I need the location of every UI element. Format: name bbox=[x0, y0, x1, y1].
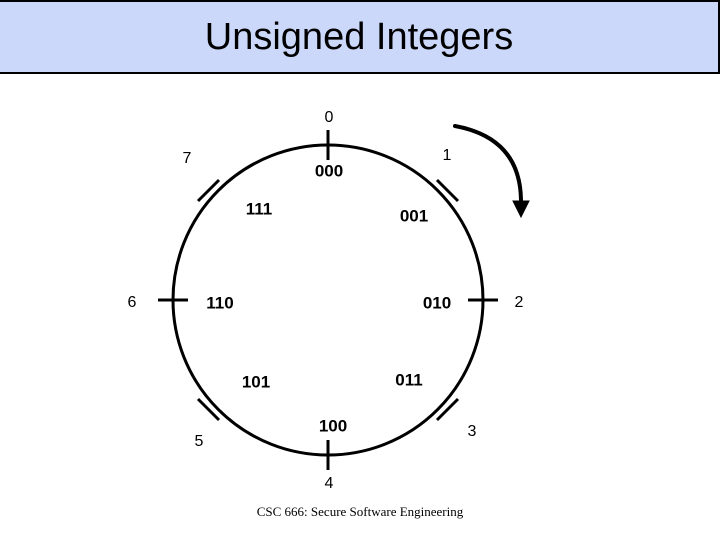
ring-decimal-label-5: 5 bbox=[194, 433, 204, 450]
ring-binary-label-100: 100 bbox=[318, 416, 348, 436]
ring-binary-label-001: 001 bbox=[399, 206, 429, 226]
tick-5 bbox=[196, 397, 221, 422]
clockwise-rotation-arrow bbox=[453, 124, 530, 219]
ring-binary-label-010: 010 bbox=[422, 293, 452, 313]
ring-decimal-label-0: 0 bbox=[324, 109, 334, 126]
rotation-arrow-head bbox=[512, 200, 530, 219]
slide-footer: CSC 666: Secure Software Engineering bbox=[256, 504, 464, 519]
rotation-arrow-arc bbox=[453, 124, 523, 202]
slide-title-banner: Unsigned Integers bbox=[0, 0, 720, 74]
ring-decimal-label-6: 6 bbox=[127, 294, 137, 311]
ring-decimal-label-1: 1 bbox=[442, 147, 452, 164]
page-title: Unsigned Integers bbox=[204, 16, 514, 58]
ring-decimal-label-2: 2 bbox=[514, 294, 524, 311]
ring-tick-marks bbox=[158, 130, 498, 470]
ring-binary-label-011: 011 bbox=[395, 370, 423, 390]
ring-binary-label-101: 101 bbox=[241, 372, 271, 392]
tick-7 bbox=[196, 178, 221, 203]
tick-1 bbox=[435, 178, 460, 203]
ring-decimal-label-3: 3 bbox=[467, 423, 477, 440]
ring-decimal-label-4: 4 bbox=[324, 475, 334, 492]
ring-graphic bbox=[158, 124, 530, 470]
ring-binary-label-110: 110 bbox=[206, 293, 234, 313]
ring-binary-label-111: 111 bbox=[245, 199, 273, 219]
ring-binary-label-000: 000 bbox=[314, 161, 344, 181]
unsigned-integer-ring-diagram: 0 1 2 3 4 5 6 7 000 001 010 011 100 101 … bbox=[0, 74, 720, 540]
ring-decimal-label-7: 7 bbox=[182, 150, 192, 167]
tick-3 bbox=[435, 397, 460, 422]
